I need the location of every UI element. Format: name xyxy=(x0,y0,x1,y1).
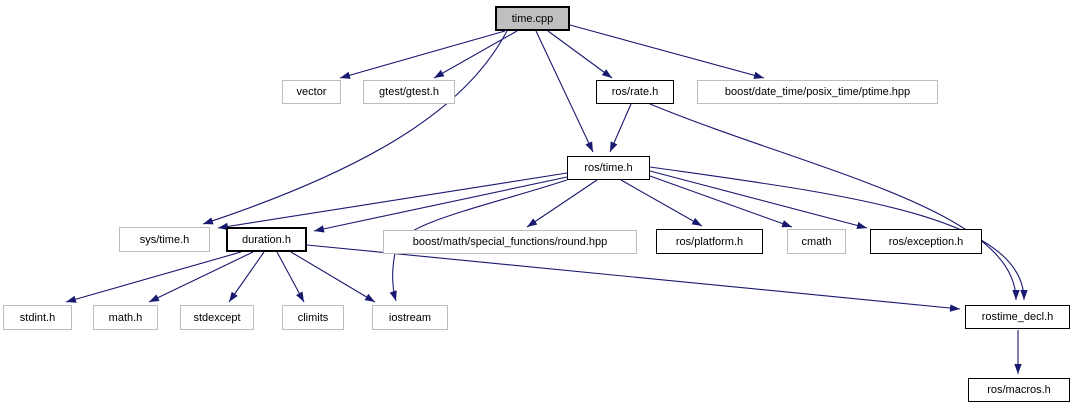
node-label: duration.h xyxy=(242,233,291,246)
node-label: gtest/gtest.h xyxy=(379,86,439,98)
node-boost-ptime: boost/date_time/posix_time/ptime.hpp xyxy=(697,80,938,104)
node-label: boost/math/special_functions/round.hpp xyxy=(412,236,608,248)
node-label: climits xyxy=(297,311,329,324)
edge-duration-stdint xyxy=(65,251,242,303)
edge-rostime-rostimedecl xyxy=(649,166,1028,301)
node-label: vector xyxy=(296,86,327,98)
edge-rostime-round xyxy=(526,179,598,228)
edge-duration-climits xyxy=(276,251,305,303)
node-label: stdint.h xyxy=(19,311,56,324)
node-label: iostream xyxy=(388,311,432,324)
node-ros-time[interactable]: ros/time.h xyxy=(567,156,650,180)
node-cmath: cmath xyxy=(787,229,846,254)
edge-duration-iostream xyxy=(290,251,376,303)
edge-duration-stdexcept xyxy=(228,251,265,303)
node-climits: climits xyxy=(282,305,344,330)
node-label: ros/time.h xyxy=(584,162,633,174)
edge-rostime-duration xyxy=(313,176,568,233)
node-label: ros/platform.h xyxy=(675,235,744,248)
node-label: boost/date_time/posix_time/ptime.hpp xyxy=(724,86,911,98)
node-label: rostime_decl.h xyxy=(981,311,1054,323)
edge-timecpp-rosrate xyxy=(547,30,613,79)
edge-rostime-cmath xyxy=(649,175,793,228)
node-time-cpp: time.cpp xyxy=(495,6,570,31)
node-label: sys/time.h xyxy=(139,233,190,246)
node-label: ros/rate.h xyxy=(611,86,659,98)
edge-rostime-platform xyxy=(620,179,703,227)
edge-duration-math xyxy=(148,251,254,303)
node-boost-round: boost/math/special_functions/round.hpp xyxy=(383,230,637,254)
node-vector: vector xyxy=(282,80,341,104)
node-label: math.h xyxy=(108,311,143,324)
node-ros-exception[interactable]: ros/exception.h xyxy=(870,229,982,254)
node-label: ros/macros.h xyxy=(987,384,1051,396)
node-duration[interactable]: duration.h xyxy=(226,227,307,252)
edge-timecpp-ptime xyxy=(569,24,765,79)
node-sys-time: sys/time.h xyxy=(119,227,210,252)
node-label: ros/exception.h xyxy=(888,235,964,248)
edge-timecpp-gtest xyxy=(433,30,518,79)
edge-rostime-systime xyxy=(217,172,568,231)
edge-rosrate-rostimedecl xyxy=(649,103,1020,301)
node-stdexcept: stdexcept xyxy=(180,305,254,330)
node-ros-platform[interactable]: ros/platform.h xyxy=(656,229,763,254)
node-label: stdexcept xyxy=(193,311,241,324)
node-ros-rate[interactable]: ros/rate.h xyxy=(596,80,674,104)
node-math: math.h xyxy=(93,305,158,330)
node-rostime-decl[interactable]: rostime_decl.h xyxy=(965,305,1070,329)
node-iostream: iostream xyxy=(372,305,448,330)
edge-rostime-exception xyxy=(649,170,868,230)
edge-timecpp-vector xyxy=(339,30,506,79)
node-label: cmath xyxy=(801,235,832,248)
node-label: time.cpp xyxy=(511,12,554,25)
node-stdint: stdint.h xyxy=(3,305,72,330)
edge-rosrate-rostime xyxy=(609,103,632,153)
edge-timecpp-rostime xyxy=(535,30,594,153)
edge-timecpp-systime xyxy=(202,30,508,225)
edge-duration-rostimedecl xyxy=(306,244,961,312)
node-ros-macros[interactable]: ros/macros.h xyxy=(968,378,1070,402)
node-gtest: gtest/gtest.h xyxy=(363,80,455,104)
